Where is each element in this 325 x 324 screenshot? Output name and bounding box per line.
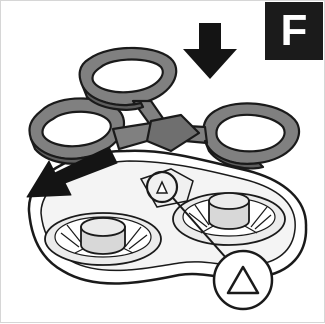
cutter-unit-right [172, 192, 286, 246]
cutter-unit-left [44, 212, 162, 266]
arrow-left-icon [26, 146, 118, 198]
callout-leader-line [172, 197, 228, 260]
warning-triangle-icon [212, 249, 274, 311]
arrow-down-icon [183, 23, 237, 79]
triangle-mark-detail [145, 170, 179, 204]
central-hub [139, 168, 194, 208]
retaining-frame [28, 46, 300, 170]
panel-letter-badge: F [265, 2, 323, 60]
